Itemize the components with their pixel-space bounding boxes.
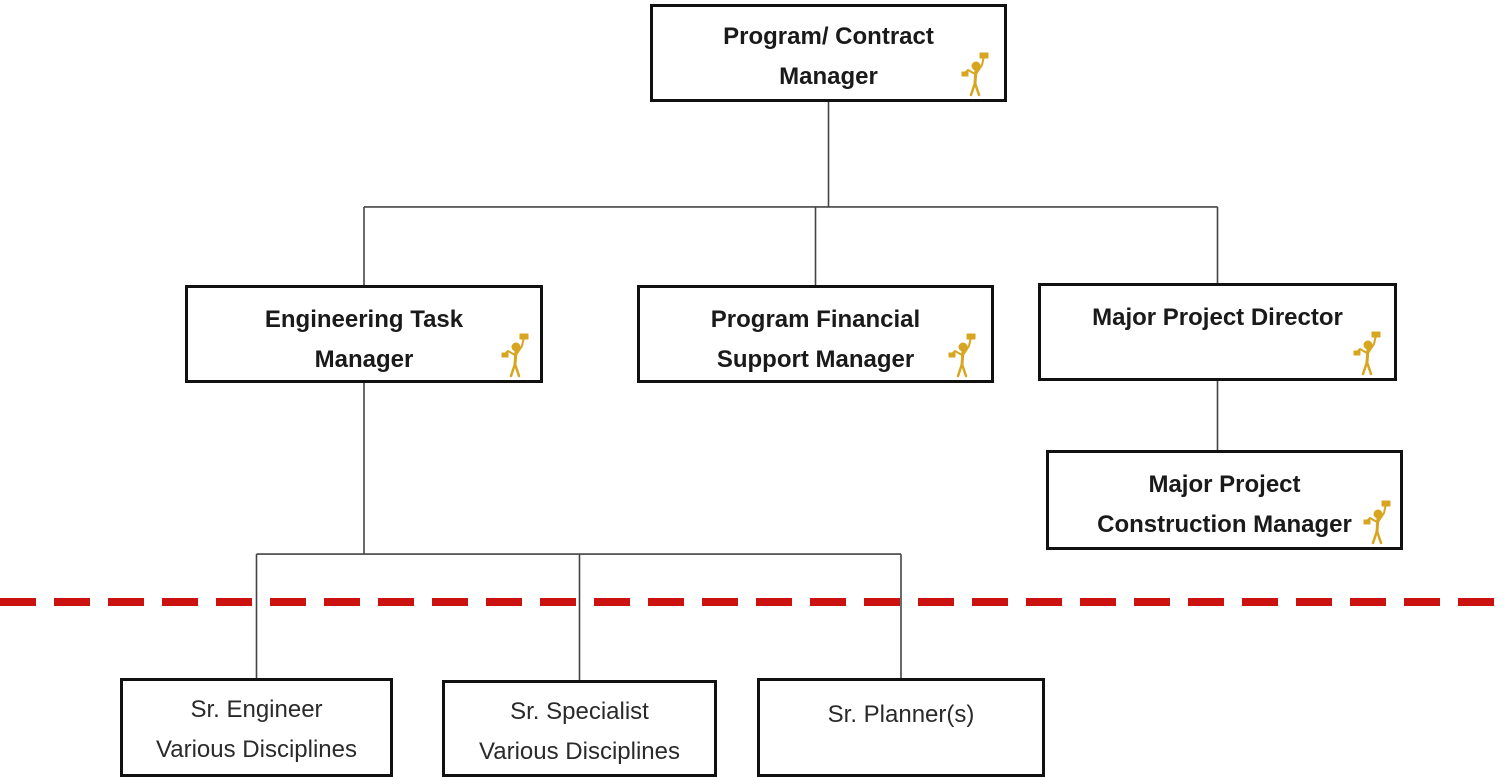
major-project-director-box[interactable]: Major Project Director	[1038, 283, 1397, 381]
node-label-line: Major Project	[1148, 471, 1301, 498]
node-label-line: Support Manager	[716, 346, 915, 373]
sr-specialist-box[interactable]: Sr. Specialist Various Disciplines	[442, 680, 717, 777]
manager-figure-icon	[500, 332, 530, 378]
engineering-task-manager-box[interactable]: Engineering Task Manager	[185, 285, 543, 383]
node-label-line: Sr. Specialist	[510, 698, 649, 725]
manager-figure-icon	[947, 332, 977, 378]
node-label-line: Program/ Contract	[723, 23, 934, 50]
major-project-construction-manager-box[interactable]: Major Project Construction Manager	[1046, 450, 1403, 550]
manager-figure-icon	[1362, 499, 1392, 545]
manager-figure-icon	[1352, 330, 1382, 376]
node-label-line: Sr. Engineer	[190, 696, 323, 723]
node-label-line: Construction Manager	[1097, 511, 1352, 538]
manager-figure-icon	[960, 51, 990, 97]
node-label-line: Various Disciplines	[156, 736, 357, 763]
program-financial-support-manager-box[interactable]: Program Financial Support Manager	[637, 285, 994, 383]
connector-lines	[255, 102, 1219, 680]
node-label-line: Engineering Task	[264, 306, 464, 333]
node-label-line: Manager	[314, 346, 414, 373]
node-label-line: Manager	[779, 63, 878, 90]
program-contract-manager-box[interactable]: Program/ Contract Manager	[650, 4, 1007, 102]
node-label-line: Program Financial	[710, 306, 921, 333]
node-label-line: Major Project Director	[1092, 304, 1343, 331]
node-label-line: Sr. Planner(s)	[827, 701, 975, 728]
sr-engineer-box[interactable]: Sr. Engineer Various Disciplines	[120, 678, 393, 777]
node-label-line: Various Disciplines	[479, 738, 680, 765]
sr-planner-box[interactable]: Sr. Planner(s)	[757, 678, 1045, 777]
